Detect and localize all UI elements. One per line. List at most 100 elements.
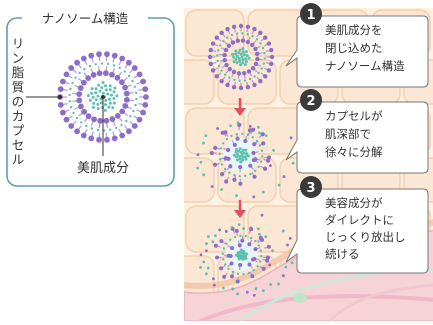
lipid-head <box>232 25 236 29</box>
released-dot <box>283 175 286 178</box>
released-dot <box>262 289 265 292</box>
bilayer-dot <box>135 92 137 94</box>
released-dot <box>225 230 228 233</box>
vertical-label-char: ル <box>12 152 25 167</box>
lipid-head <box>112 135 118 141</box>
bilayer-dot <box>224 168 226 170</box>
vertical-label-char: ン <box>12 51 25 66</box>
lipid-head <box>76 91 82 97</box>
lipid-head <box>224 48 228 52</box>
bilayer-dot <box>222 40 224 42</box>
bilayer-dot <box>134 104 136 106</box>
lipid-head <box>267 41 271 45</box>
lipid-head <box>124 91 130 97</box>
ingredient-dot <box>236 61 239 64</box>
lipid-head <box>68 65 74 71</box>
bilayer-dot <box>125 120 127 122</box>
step-1-callout: 1 美肌成分を 閉じ込めた ナノソーム構造 <box>286 3 428 87</box>
lipid-head <box>224 156 228 160</box>
released-dot <box>205 249 208 252</box>
lipid-head <box>246 25 250 29</box>
released-dot <box>197 153 200 156</box>
ingredient-dot <box>236 55 239 58</box>
lipid-head <box>242 71 246 75</box>
bilayer-dot <box>135 98 137 100</box>
bilayer-dot <box>236 32 238 34</box>
released-dot <box>292 162 295 165</box>
lipid-head <box>142 86 148 92</box>
released-dot <box>257 126 260 129</box>
released-dot <box>272 149 275 152</box>
bilayer-dot <box>237 273 239 275</box>
lipid-head <box>112 53 118 59</box>
lipid-head <box>78 85 84 91</box>
step-2-callout: 2 カプセルが 肌深部で 徐々に分解 <box>286 89 428 173</box>
released-dot <box>258 233 261 236</box>
ingredient-dot <box>97 95 100 98</box>
ingredient-dot <box>109 84 112 87</box>
lipid-head <box>68 123 74 129</box>
step-3-line-4: 続ける <box>325 247 360 261</box>
ingredient-dot <box>248 57 251 60</box>
lipid-head <box>219 266 223 270</box>
ingredient-dot <box>235 151 238 154</box>
lipid-head <box>124 97 130 103</box>
bilayer-dot <box>236 133 238 135</box>
ingredient-dot <box>241 56 244 59</box>
lipid-head <box>143 94 149 100</box>
bilayer-dot <box>71 82 73 84</box>
bilayer-dot <box>85 125 87 127</box>
bilayer-dot <box>218 65 220 67</box>
lipid-head <box>74 60 80 66</box>
lipid-head <box>208 55 212 59</box>
lipid-head <box>226 148 230 152</box>
ingredient-dot <box>234 52 237 55</box>
ingredient-dot <box>238 60 241 63</box>
bilayer-dot <box>97 129 99 131</box>
lipid-head <box>235 137 239 141</box>
ingredient-dot <box>242 149 245 152</box>
bilayer-dot <box>216 60 218 62</box>
bilayer-dot <box>232 271 234 273</box>
ingredient-dot <box>243 151 246 154</box>
lipid-head <box>248 164 252 168</box>
left-panel-title: ナノソーム構造 <box>42 11 129 26</box>
bilayer-dot <box>258 166 260 168</box>
vertical-label-char: カ <box>12 109 25 124</box>
lipid-head <box>269 48 273 52</box>
released-dot <box>214 234 217 237</box>
released-dot <box>258 131 261 134</box>
released-dot <box>257 227 260 230</box>
released-dot <box>289 237 292 240</box>
released-dot <box>269 164 272 167</box>
ingredient-dot <box>105 89 108 92</box>
ingredient-dot <box>113 86 116 89</box>
ingredient-dot <box>244 63 247 66</box>
lipid-head <box>213 163 217 167</box>
lipid-head <box>109 72 115 78</box>
bilayer-dot <box>80 121 82 123</box>
lipid-head <box>261 132 265 136</box>
lipid-head <box>223 58 227 62</box>
bilayer-dot <box>119 67 121 69</box>
lipid-head <box>219 239 223 243</box>
lipid-head <box>215 255 219 259</box>
lipid-head <box>238 243 242 247</box>
lipid-head <box>262 267 266 271</box>
bilayer-dot <box>234 236 236 238</box>
lipid-head <box>240 239 244 243</box>
lipid-head <box>64 117 70 123</box>
vertical-label-char: プ <box>12 123 25 138</box>
bilayer-dot <box>247 134 249 136</box>
bilayer-dot <box>132 110 134 112</box>
bilayer-dot <box>226 138 228 140</box>
lipid-head <box>215 35 219 39</box>
step-3-line-3: じっくり放出し <box>325 230 406 244</box>
lipid-head <box>210 151 214 155</box>
bilayer-dot <box>229 239 231 241</box>
lipid-head <box>230 246 234 250</box>
lipid-head <box>243 139 247 143</box>
lipid-head <box>74 128 80 134</box>
bilayer-dot <box>129 115 131 117</box>
lipid-head <box>209 62 213 66</box>
